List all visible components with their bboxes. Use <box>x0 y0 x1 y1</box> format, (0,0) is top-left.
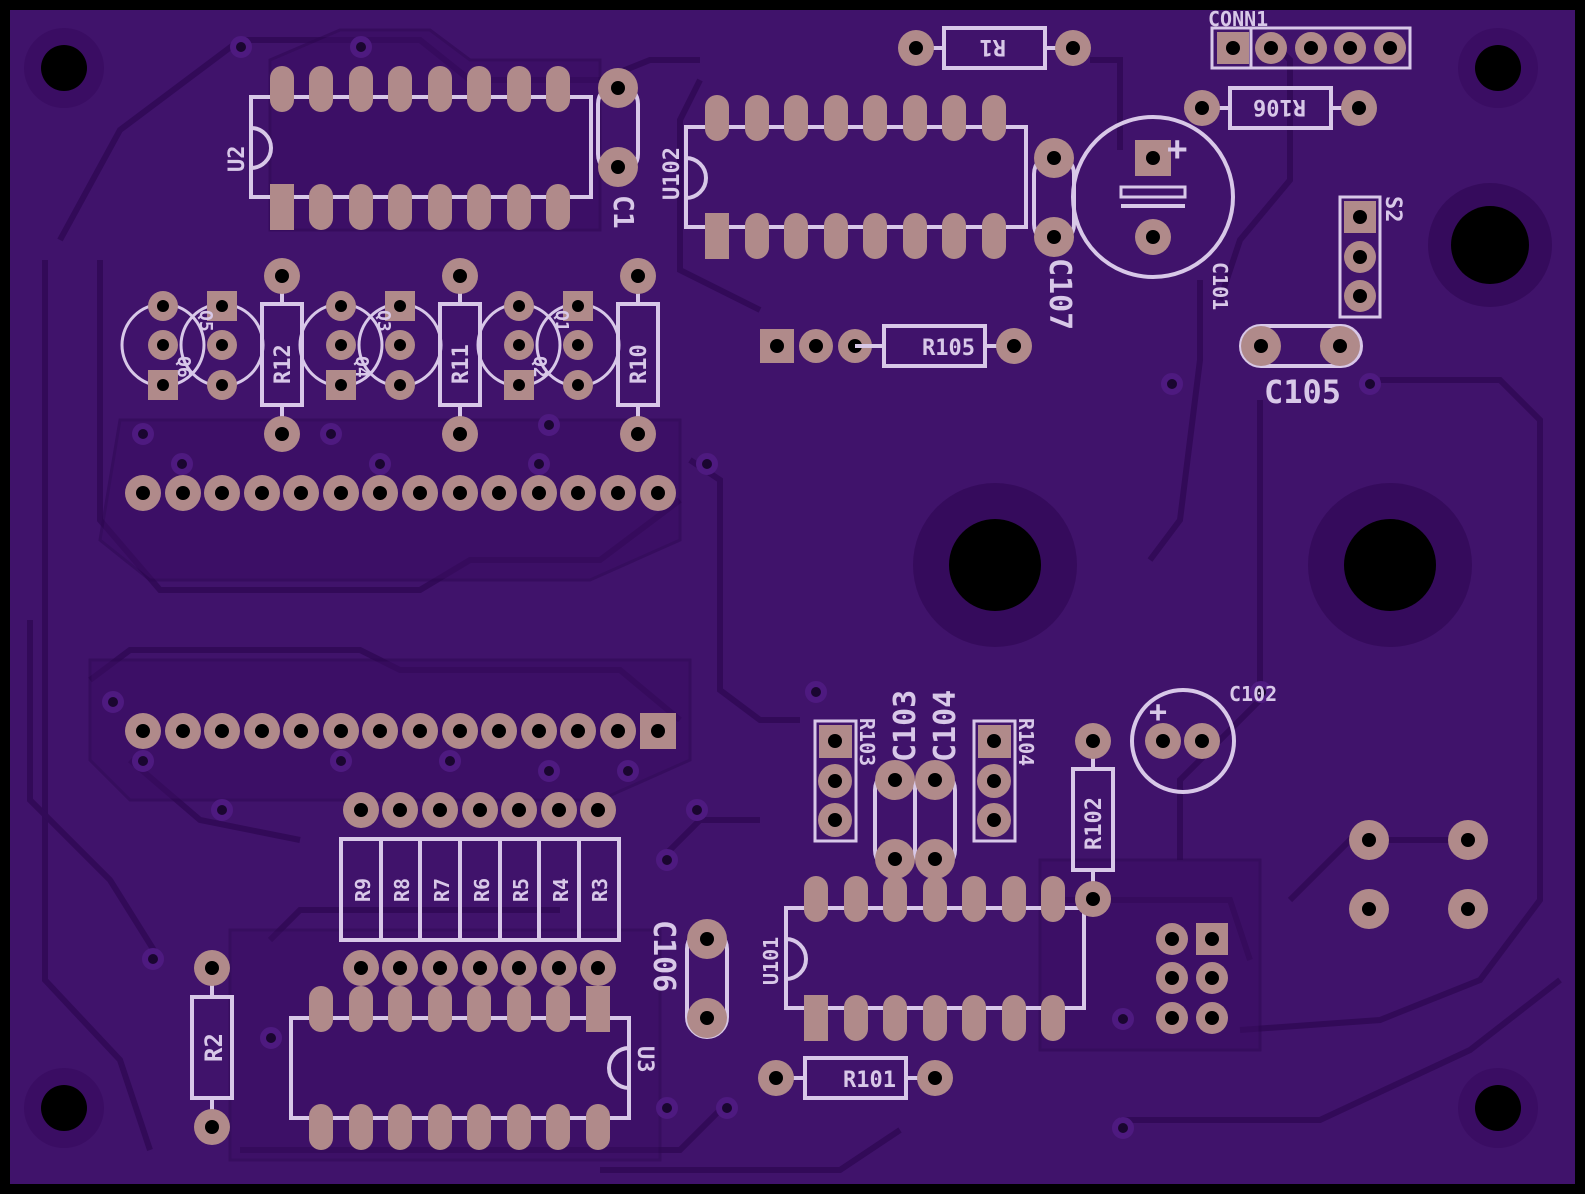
c105-label: C105 <box>1264 373 1341 411</box>
r1-label: R1 <box>980 34 1007 59</box>
c1-label: C1 <box>607 195 640 229</box>
ic-u102: U102 <box>660 95 1028 259</box>
r7-label: R7 <box>430 878 454 902</box>
c103-label: C103 <box>888 690 923 762</box>
cap-c102: + C102 <box>1130 682 1277 794</box>
connector-conn1: CONN1 <box>1208 7 1412 70</box>
r106-label: R106 <box>1253 94 1306 119</box>
r105-label: R105 <box>922 336 975 361</box>
r8-label: R8 <box>390 878 414 902</box>
header-row-lower-holes <box>136 724 665 738</box>
header-row-upper-holes <box>136 486 665 500</box>
u3-label: U3 <box>632 1046 657 1073</box>
r9-label: R9 <box>351 878 375 902</box>
resistor-r1: R1 <box>898 26 1091 70</box>
mounting-holes <box>24 28 1552 1148</box>
c107-label: C107 <box>1042 258 1077 330</box>
q1-label: Q1 <box>551 310 572 332</box>
r10-label: R10 <box>627 344 652 384</box>
resistor-r103: R103 <box>813 718 879 843</box>
u102-label: U102 <box>660 147 685 200</box>
r4-label: R4 <box>549 878 573 902</box>
resistor-r11: R11 <box>438 258 482 452</box>
cap-c106: C106 <box>646 919 729 1039</box>
header-2x3 <box>1156 923 1228 1034</box>
c101-label: C101 <box>1208 262 1232 310</box>
cap-c1: C1 <box>596 68 640 229</box>
transistor-q1-q2: Q2 Q1 <box>476 291 621 400</box>
r104-label: R104 <box>1014 718 1038 766</box>
switch-s2: S2 <box>1338 195 1405 319</box>
u2-label: U2 <box>225 146 250 173</box>
conn1-label: CONN1 <box>1208 7 1268 31</box>
resistor-r105: R105 <box>760 324 1032 368</box>
ic-u2: U2 <box>225 66 593 230</box>
resistor-r12: R12 <box>260 258 304 452</box>
u101-label: U101 <box>759 937 783 985</box>
resistor-r104: R104 <box>972 718 1038 843</box>
switch-pads <box>1349 820 1488 929</box>
r12-label: R12 <box>271 344 296 384</box>
q4-label: Q4 <box>351 356 372 378</box>
q3-label: Q3 <box>373 310 394 332</box>
r102-label: R102 <box>1082 797 1107 850</box>
ic-u101: U101 <box>759 876 1086 1041</box>
cap-c101: + C101 <box>1071 115 1235 310</box>
transistor-q3-q4: Q4 Q3 <box>298 291 443 400</box>
r101-label: R101 <box>843 1068 896 1093</box>
r6-label: R6 <box>470 878 494 902</box>
vias <box>102 36 1381 1139</box>
resistor-r102: R102 <box>1071 723 1115 917</box>
resistor-r10: R10 <box>616 258 660 452</box>
q5-label: Q5 <box>195 310 216 332</box>
c102-plus: + <box>1149 695 1167 730</box>
resistor-r101: R101 <box>758 1056 953 1100</box>
r11-label: R11 <box>449 344 474 384</box>
cap-c107: C107 <box>1032 138 1077 330</box>
c102-label: C102 <box>1229 682 1277 706</box>
r5-label: R5 <box>509 878 533 902</box>
r2-label: R2 <box>200 1033 228 1062</box>
cap-c104: C104 <box>913 690 963 879</box>
s2-label: S2 <box>1380 196 1405 223</box>
cap-c105: C105 <box>1239 324 1363 411</box>
c104-label: C104 <box>928 690 963 762</box>
q6-label: Q6 <box>173 356 194 378</box>
transistor-q5-q6: Q6 Q5 <box>120 291 265 400</box>
c106-label: C106 <box>646 920 681 992</box>
ic-u3: U3 <box>289 986 657 1150</box>
resistor-r106: R106 <box>1184 86 1377 130</box>
r103-label: R103 <box>855 718 879 766</box>
q2-label: Q2 <box>529 356 550 378</box>
c101-plus: + <box>1167 129 1187 169</box>
resistor-r2: R2 <box>190 950 234 1145</box>
r3-label: R3 <box>588 878 612 902</box>
resistor-array: R9 R8 R7 R6 R5 R4 R3 <box>339 792 621 986</box>
